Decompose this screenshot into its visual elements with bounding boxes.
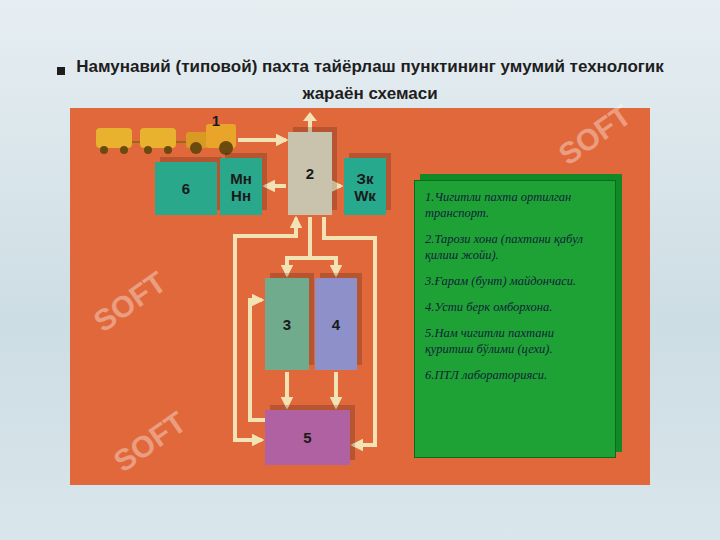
box-label: 4 bbox=[332, 316, 340, 333]
flow-arrow bbox=[287, 217, 310, 275]
legend-note: 1.Чигитли пахта ортилган транспорт. bbox=[425, 189, 605, 221]
legend-note: 2.Тарози хона (пахтани қабул қилиш жойи)… bbox=[425, 231, 605, 263]
box-label: 6 bbox=[182, 180, 190, 197]
flow-arrow bbox=[250, 300, 265, 420]
box-label: 2 bbox=[306, 165, 314, 182]
box-label: 3 bbox=[283, 316, 291, 333]
orange-panel bbox=[70, 108, 650, 485]
process-box: 6 bbox=[155, 162, 217, 215]
legend-note: 3.Ғарам (бунт) майдончаси. bbox=[425, 273, 576, 289]
transport-callout: 1 bbox=[196, 112, 236, 129]
process-box: ЗкWк bbox=[344, 158, 386, 215]
exit-arrow bbox=[303, 112, 317, 132]
legend-panel: 1.Чигитли пахта ортилган транспорт. 2.Тар… bbox=[414, 180, 616, 458]
flow-arrow bbox=[334, 372, 338, 407]
legend-note: 4.Усти берк омборхона. bbox=[425, 299, 552, 315]
flow-arrow bbox=[238, 138, 286, 142]
flow-arrow bbox=[285, 372, 289, 407]
flow-arrow bbox=[334, 184, 341, 188]
box-label: 5 bbox=[303, 429, 311, 446]
process-box: 3 bbox=[265, 278, 309, 370]
page-title: Намунавий (типовой) пахта тайёрлаш пункт… bbox=[60, 53, 680, 107]
title-bullet bbox=[57, 67, 65, 75]
box-label: Зк bbox=[357, 170, 374, 187]
box-label: Wк bbox=[354, 187, 376, 204]
box-label: 1 bbox=[212, 112, 220, 129]
box-label: Мн bbox=[230, 170, 252, 187]
box-label: Нн bbox=[231, 187, 251, 204]
process-box: 2 bbox=[288, 132, 332, 215]
flow-arrow bbox=[265, 184, 286, 188]
legend-note: 5.Нам чигитли пахтани қуритиш бўлими (це… bbox=[425, 325, 605, 357]
legend-note: 6.ПТЛ лабораторияси. bbox=[425, 367, 547, 383]
process-box: 5 bbox=[265, 410, 350, 465]
process-box: МнНн bbox=[220, 158, 262, 215]
process-box: 4 bbox=[315, 278, 357, 370]
